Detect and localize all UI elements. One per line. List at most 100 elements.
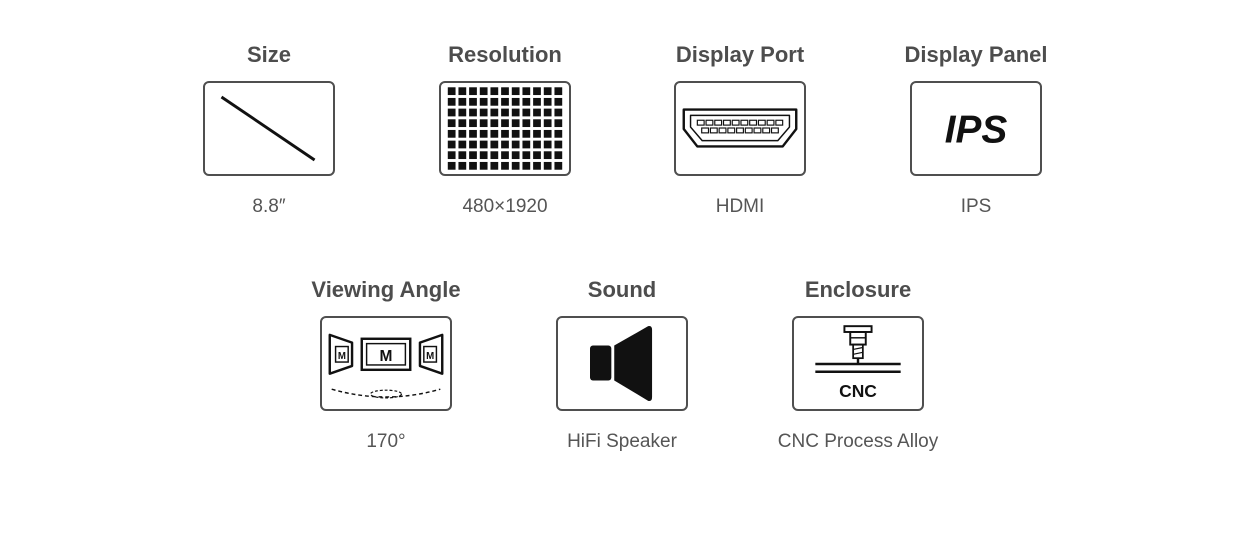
- pixel-cell: [447, 119, 456, 128]
- pixel-cell: [554, 161, 563, 170]
- spec-sound: Sound HiFi Speaker: [522, 277, 722, 453]
- pixel-cell: [501, 140, 509, 149]
- pixel-cell: [522, 161, 531, 170]
- pixel-cell: [501, 97, 509, 106]
- hdmi-pin: [766, 119, 775, 126]
- hdmi-pin: [709, 127, 718, 134]
- cnc-icon-text: CNC: [839, 381, 877, 401]
- pixel-cell: [511, 119, 520, 128]
- pixel-cell: [447, 140, 456, 149]
- spec-value: IPS: [960, 196, 992, 217]
- pixel-cell: [522, 119, 531, 128]
- spec-size: Size 8.8″: [169, 42, 369, 218]
- pixel-cell: [543, 151, 552, 160]
- pixel-cell: [554, 108, 563, 117]
- viewing-angle-right-text: M: [426, 351, 434, 362]
- pixel-cell: [469, 108, 477, 117]
- pixel-cell: [490, 161, 499, 170]
- pixel-cell: [447, 161, 456, 170]
- pixel-cell: [554, 87, 563, 96]
- spec-title: Enclosure: [804, 277, 912, 302]
- spec-value: 8.8″: [252, 196, 286, 217]
- pixel-cell: [469, 97, 477, 106]
- spec-value: HDMI: [715, 196, 765, 217]
- pixel-grid-icon: [439, 81, 571, 176]
- hdmi-pin: [753, 127, 762, 134]
- spec-value: 170°: [366, 431, 406, 452]
- pixel-cell: [458, 151, 467, 160]
- pixel-cell: [458, 161, 467, 170]
- spec-display-port: Display Port HDMI: [640, 42, 840, 218]
- pixel-cell: [543, 108, 552, 117]
- cnc-icon: CNC: [792, 316, 924, 411]
- spec-title: Display Panel: [904, 42, 1048, 67]
- pixel-cell: [479, 129, 488, 138]
- pixel-cell: [522, 87, 531, 96]
- pixel-cell: [469, 87, 477, 96]
- pixel-cell: [501, 129, 509, 138]
- pixel-cell: [543, 129, 552, 138]
- pixel-cell: [511, 87, 520, 96]
- pixel-cell: [490, 108, 499, 117]
- hdmi-pin: [744, 127, 753, 134]
- hdmi-pin: [757, 119, 766, 126]
- pixel-cell: [511, 108, 520, 117]
- pixel-cell: [458, 129, 467, 138]
- pixel-cell: [479, 140, 488, 149]
- pixel-cell: [490, 97, 499, 106]
- pixel-cell: [469, 140, 477, 149]
- pixel-cell: [479, 108, 488, 117]
- spec-value: 480×1920: [462, 196, 548, 217]
- pixel-cell: [533, 161, 541, 170]
- pixel-cell: [554, 97, 563, 106]
- pixel-cell: [447, 108, 456, 117]
- pixel-cell: [533, 108, 541, 117]
- pixel-cell: [458, 108, 467, 117]
- hdmi-pin: [731, 119, 740, 126]
- pixel-cell: [490, 140, 499, 149]
- pixel-cell: [533, 97, 541, 106]
- pixel-cell: [479, 97, 488, 106]
- pixel-cell: [490, 151, 499, 160]
- pixel-cell: [490, 119, 499, 128]
- viewing-angle-left-text: M: [338, 351, 346, 362]
- pixel-cell: [458, 87, 467, 96]
- pixel-cell: [447, 87, 456, 96]
- diagonal-icon: [203, 81, 335, 176]
- spec-title: Sound: [587, 277, 657, 302]
- pixel-cell: [554, 151, 563, 160]
- hdmi-pin: [705, 119, 714, 126]
- pixel-cell: [479, 161, 488, 170]
- pixel-cell: [458, 97, 467, 106]
- pixel-cell: [511, 151, 520, 160]
- hdmi-pin: [701, 127, 710, 134]
- hdmi-pin: [740, 119, 749, 126]
- pixel-cell: [511, 129, 520, 138]
- pixel-cell: [490, 129, 499, 138]
- pixel-cell: [501, 87, 509, 96]
- pixel-cell: [479, 87, 488, 96]
- pixel-cell: [533, 129, 541, 138]
- pixel-cell: [501, 119, 509, 128]
- pixel-cell: [522, 97, 531, 106]
- pixel-cell: [543, 97, 552, 106]
- pixel-cell: [533, 151, 541, 160]
- spec-value: HiFi Speaker: [567, 431, 677, 452]
- pixel-cell: [554, 119, 563, 128]
- hdmi-pin: [770, 127, 779, 134]
- hdmi-pin: [722, 119, 731, 126]
- viewing-angle-icon: M M M: [320, 316, 452, 411]
- pixel-cell: [522, 151, 531, 160]
- spec-display-panel: Display Panel IPS IPS: [876, 42, 1076, 218]
- pixel-cell: [511, 161, 520, 170]
- hdmi-port-icon: [674, 81, 806, 176]
- hdmi-pin: [736, 127, 744, 134]
- hdmi-pin: [775, 119, 784, 126]
- pixel-cell: [522, 108, 531, 117]
- speaker-icon: [556, 316, 688, 411]
- spec-title: Display Port: [675, 42, 805, 67]
- pixel-cell: [543, 87, 552, 96]
- pixel-cell: [522, 140, 531, 149]
- pixel-cell: [511, 140, 520, 149]
